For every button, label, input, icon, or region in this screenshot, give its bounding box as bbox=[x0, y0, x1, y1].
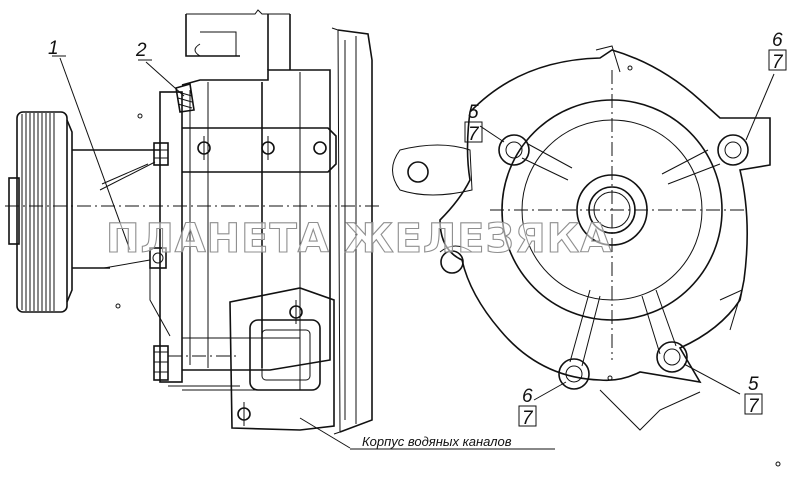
front-housing-outline bbox=[439, 49, 771, 384]
callout-5-top: 5 7 bbox=[464, 102, 483, 145]
callout-5-bottom-sub: 7 bbox=[748, 396, 760, 417]
front-view bbox=[392, 45, 781, 467]
callout-6-bottom: 6 7 bbox=[518, 386, 537, 429]
callout-5-bottom: 5 7 bbox=[744, 374, 763, 417]
watermark-text: ПЛАНЕТА ЖЕЛЕЗЯКА bbox=[106, 216, 612, 262]
callout-5-top-label: 5 bbox=[468, 102, 479, 123]
callout-6-top: 6 7 bbox=[768, 30, 787, 73]
bolt-top-left bbox=[498, 134, 530, 166]
callout-6-bottom-label: 6 bbox=[522, 386, 533, 407]
callout-5-top-sub: 7 bbox=[468, 124, 480, 145]
water-channel-housing bbox=[229, 27, 373, 435]
callout-6-bottom-sub: 7 bbox=[522, 408, 534, 429]
callout-5-bottom-label: 5 bbox=[748, 374, 759, 395]
side-view bbox=[5, 9, 380, 435]
callout-1-label: 1 bbox=[48, 38, 59, 59]
callout-6-top-sub: 7 bbox=[772, 52, 784, 73]
pulley bbox=[8, 111, 73, 313]
callout-6-top-label: 6 bbox=[772, 30, 783, 51]
callout-2: 2 bbox=[135, 40, 147, 61]
top-boss bbox=[185, 9, 291, 70]
bolt-bottom-left bbox=[558, 358, 590, 390]
callout-2-label: 2 bbox=[135, 40, 147, 61]
water-channel-caption: Корпус водяных каналов bbox=[362, 434, 512, 449]
bolt-top-right bbox=[717, 134, 749, 166]
flange-plate bbox=[153, 82, 195, 383]
leader-lines bbox=[52, 55, 775, 450]
bolt-bottom-right bbox=[656, 341, 688, 373]
callout-1: 1 bbox=[48, 38, 59, 59]
